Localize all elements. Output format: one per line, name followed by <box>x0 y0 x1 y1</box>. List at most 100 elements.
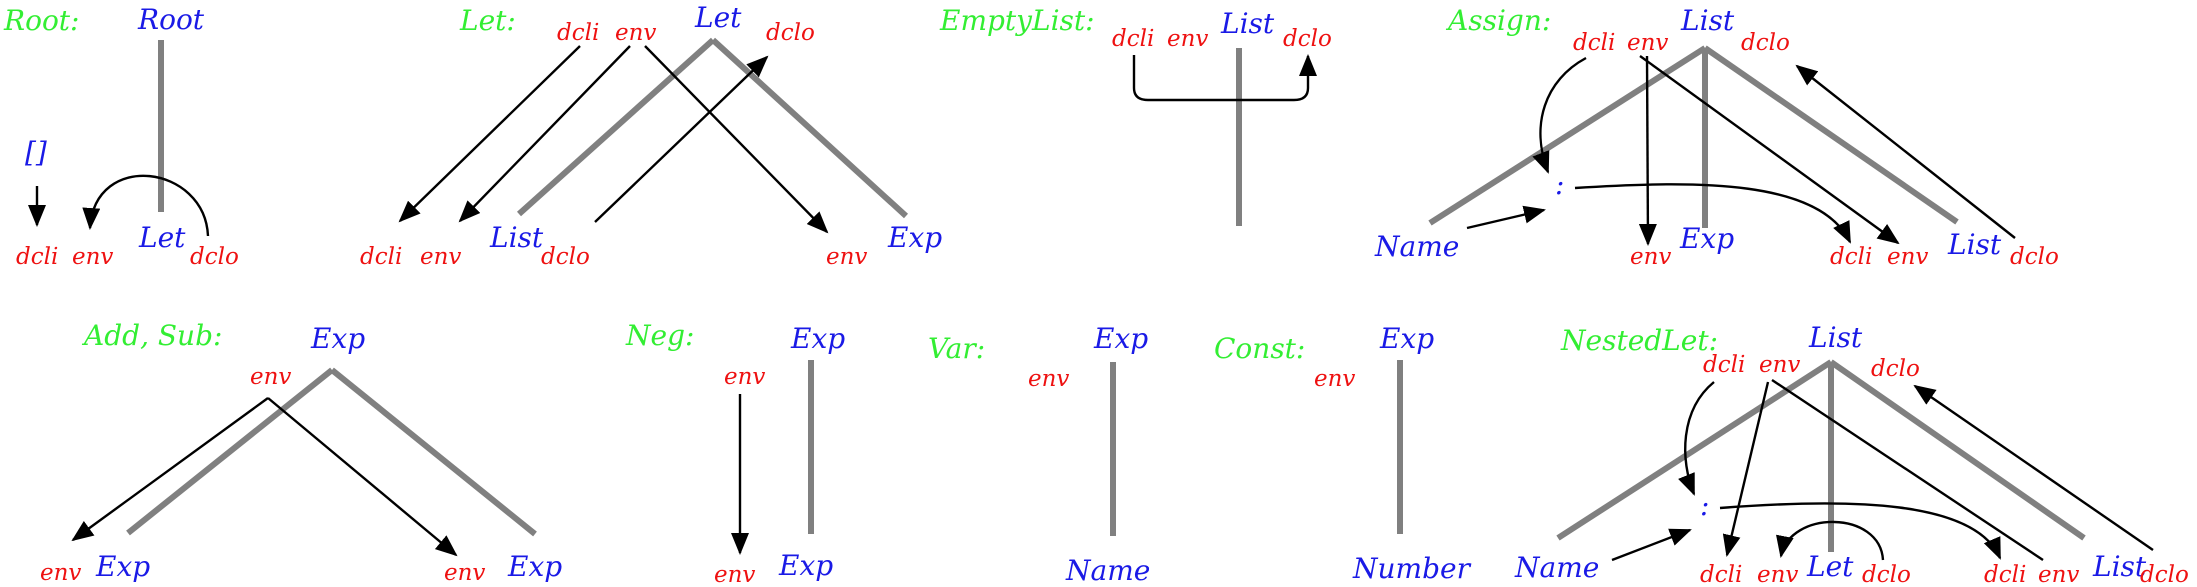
var-parent-node: Exp <box>1093 322 1148 355</box>
assign-child-attr-dcli: dcli <box>1830 244 1872 270</box>
nestedlet-child-name: Name <box>1514 551 1599 584</box>
production-root: Root: Root [] Let dcli env dclo <box>3 3 239 270</box>
addsub-child-exp-left: Exp <box>95 550 150 583</box>
assign-child-attr-env: env <box>1630 244 1671 270</box>
production-label-var: Var: <box>928 332 985 365</box>
nestedlet-parent-node: List <box>1808 321 1863 354</box>
dependency-arrow <box>1611 528 1692 562</box>
tree-edge <box>1829 359 2086 541</box>
var-child-name: Name <box>1065 554 1150 587</box>
assign-colon-node: : <box>1555 168 1564 201</box>
production-label-neg: Neg: <box>625 319 694 352</box>
addsub-parent-attr-env: env <box>250 364 291 390</box>
dependency-arrow <box>1132 54 1317 102</box>
tree-edge <box>330 367 537 537</box>
let-child-exp: Exp <box>887 221 942 254</box>
let-child-attr-dclo: dclo <box>541 244 590 270</box>
const-child-number: Number <box>1352 552 1472 585</box>
neg-child-exp: Exp <box>778 549 833 582</box>
neg-child-attr-env: env <box>714 562 755 587</box>
dependency-arrow <box>1678 381 1715 496</box>
nestedlet-child-attr-env: env <box>1757 562 1798 587</box>
production-label-nestedlet: NestedLet: <box>1560 324 1718 357</box>
dependency-arrow <box>1722 381 1770 557</box>
root-initial-value: [] <box>25 136 47 169</box>
nestedlet-parent-attr-dcli: dcli <box>1703 352 1745 378</box>
production-label-const: Const: <box>1214 332 1305 365</box>
assign-parent-attr-env: env <box>1627 30 1668 56</box>
emptylist-attr-dclo: dclo <box>1283 26 1332 52</box>
root-attr-dclo: dclo <box>190 244 239 270</box>
assign-child-attr-env2: env <box>1887 244 1928 270</box>
let-parent-attr-dclo: dclo <box>766 20 815 46</box>
nestedlet-child-attr-dcli2: dcli <box>1984 562 2026 587</box>
nestedlet-child-attr-dclo2: dclo <box>2140 562 2189 587</box>
root-child-let: Let <box>138 221 186 254</box>
neg-attr-env: env <box>724 364 765 390</box>
dependency-arrow <box>594 55 769 223</box>
nestedlet-colon-node: : <box>1700 489 1709 522</box>
dependency-arrow <box>458 45 631 223</box>
production-neg: Neg: Exp env env Exp <box>625 319 845 587</box>
root-attr-dcli: dcli <box>16 244 58 270</box>
assign-child-exp: Exp <box>1679 222 1734 255</box>
tree-edge <box>1703 45 1959 225</box>
assign-child-list: List <box>1947 228 2002 261</box>
production-emptylist: EmptyList: dcli env List dclo <box>939 4 1332 226</box>
production-add-sub: Add, Sub: Exp env env Exp env Exp <box>40 319 562 586</box>
dependency-arrow <box>1795 64 2016 239</box>
assign-child-attr-dclo: dclo <box>2010 244 2059 270</box>
const-attr-env: env <box>1314 366 1355 392</box>
let-child-exp-attr-env: env <box>826 244 867 270</box>
tree-edge <box>1428 45 1707 226</box>
production-let: Let: dcli env Let dclo dcli env List dcl… <box>360 1 942 270</box>
let-child-attr-env: env <box>420 244 461 270</box>
let-child-list: List <box>489 221 544 254</box>
let-parent-node: Let <box>694 1 742 34</box>
addsub-child-attr-env2: env <box>444 560 485 586</box>
dependency-arrow <box>1776 520 1885 561</box>
dependency-arrow <box>398 45 581 223</box>
nestedlet-parent-attr-dclo: dclo <box>1871 356 1920 382</box>
nestedlet-child-attr-env2: env <box>2038 562 2079 587</box>
emptylist-attr-env: env <box>1167 26 1208 52</box>
production-const: Const: Exp env Number <box>1214 322 1472 585</box>
emptylist-attr-dcli: dcli <box>1112 26 1154 52</box>
production-label-let: Let: <box>459 4 516 37</box>
root-attr-env: env <box>72 244 113 270</box>
production-label-root: Root: <box>3 4 79 37</box>
assign-child-name: Name <box>1374 230 1459 263</box>
root-parent-node: Root <box>137 3 205 36</box>
const-parent-node: Exp <box>1379 322 1434 355</box>
production-nestedlet: NestedLet: List dcli env dclo : Name dcl… <box>1514 321 2189 587</box>
dependency-arrow <box>1639 55 1900 245</box>
dependency-line <box>1771 379 2044 561</box>
tree-edge <box>710 37 909 219</box>
var-attr-env: env <box>1028 366 1069 392</box>
tree-edge <box>1556 359 1833 541</box>
tree-edge <box>516 37 716 217</box>
dependency-arrow <box>82 174 210 237</box>
nestedlet-child-attr-dcli: dcli <box>1700 562 1742 587</box>
neg-parent-node: Exp <box>790 322 845 355</box>
let-parent-attr-env: env <box>615 20 656 46</box>
dependency-arrow <box>1574 183 1852 244</box>
assign-parent-node: List <box>1680 4 1735 37</box>
production-label-emptylist: EmptyList: <box>939 4 1095 37</box>
dependency-arrow <box>1719 502 2002 560</box>
dependency-arrow <box>1466 205 1546 230</box>
assign-parent-attr-dclo: dclo <box>1741 30 1790 56</box>
nestedlet-parent-attr-env: env <box>1759 352 1800 378</box>
assign-parent-attr-dcli: dcli <box>1573 30 1615 56</box>
emptylist-parent-node: List <box>1220 7 1275 40</box>
production-assign: Assign: dcli env List dclo : Name env Ex… <box>1374 4 2059 270</box>
dependency-arrow <box>1532 56 1587 174</box>
dependency-arrow <box>644 45 829 234</box>
addsub-child-attr-env: env <box>40 560 81 586</box>
production-label-assign: Assign: <box>1445 4 1551 37</box>
nestedlet-child-let: Let <box>1806 550 1854 583</box>
nestedlet-child-attr-dclo: dclo <box>1862 562 1911 587</box>
addsub-child-exp-right: Exp <box>507 550 562 583</box>
